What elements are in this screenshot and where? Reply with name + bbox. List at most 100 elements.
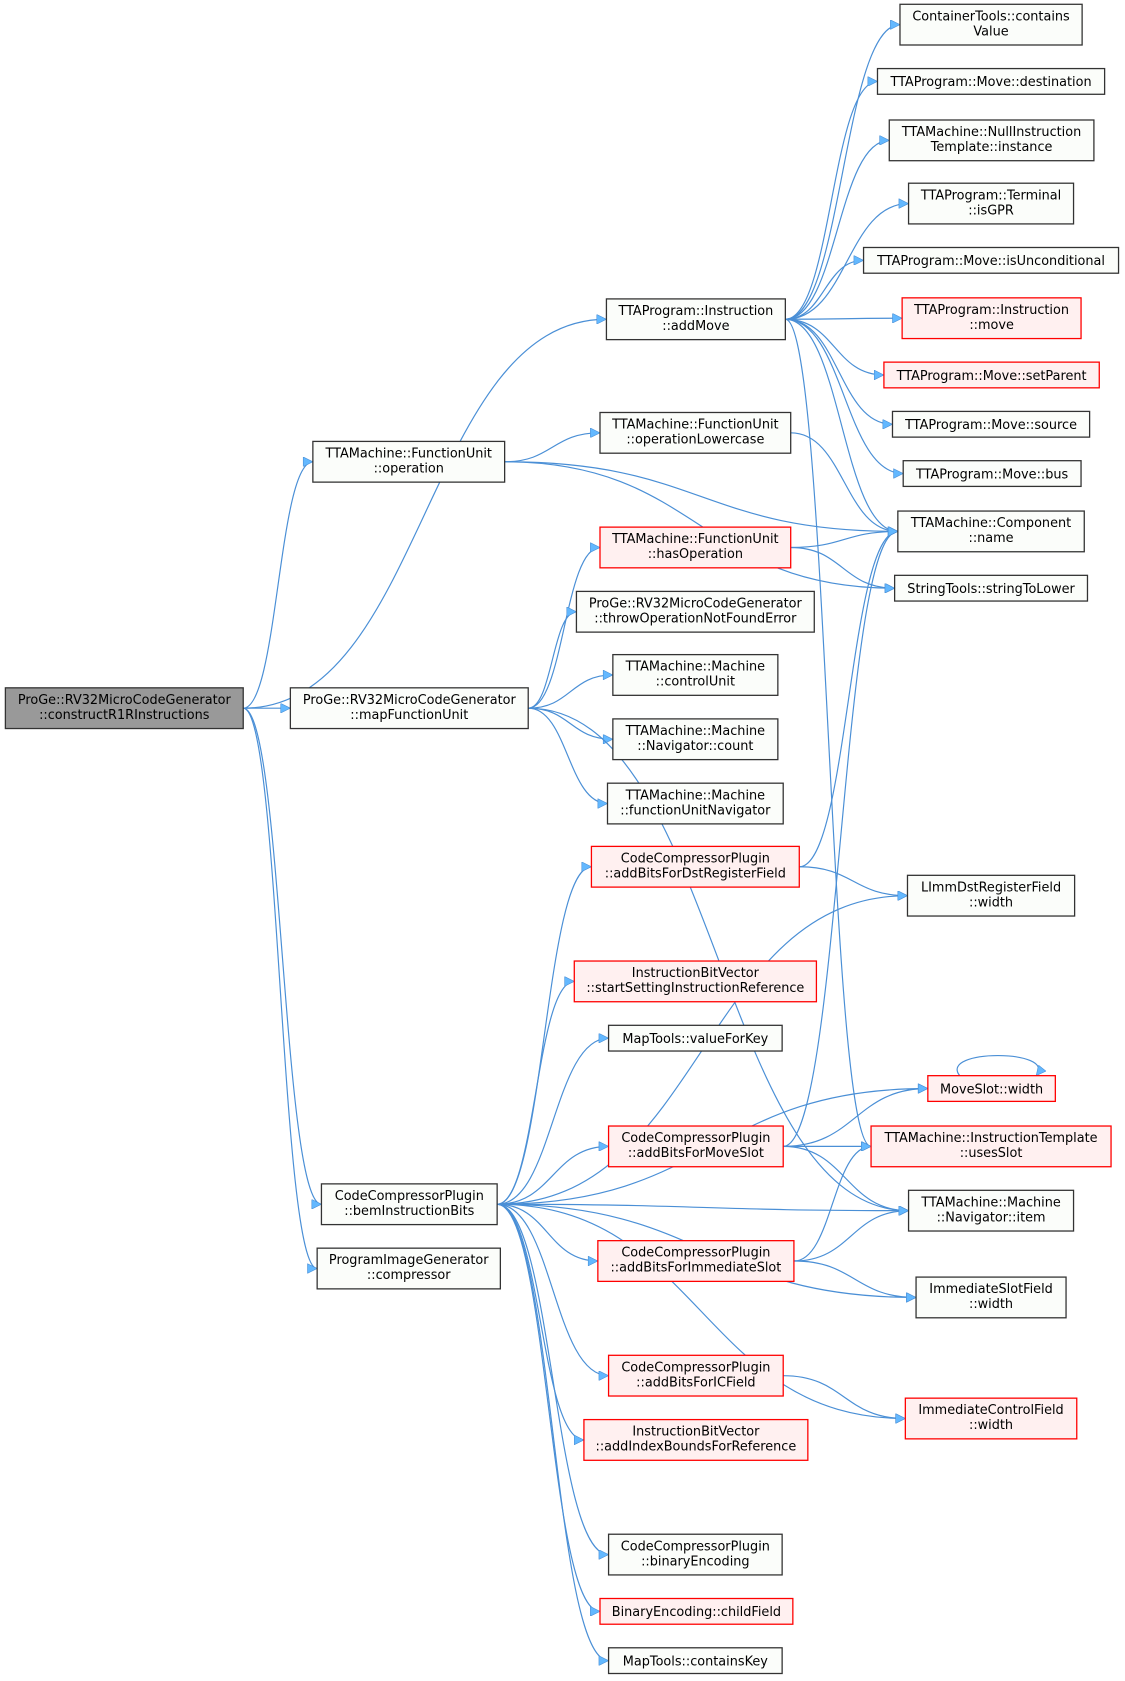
- nodes-layer: ProGe::RV32MicroCodeGenerator::construct…: [4, 3, 1120, 1675]
- edge-addBitsMoveSlot-to-navItem: [783, 1145, 908, 1210]
- node-box: [320, 1183, 498, 1226]
- node-box: [607, 1354, 784, 1397]
- node-startSetting[interactable]: InstructionBitVector::startSettingInstru…: [573, 960, 818, 1003]
- edge-bem-to-addBitsImm: [497, 1203, 598, 1261]
- node-label: ::usesSlot: [960, 1146, 1023, 1161]
- edge-addBitsImm-to-usesSlot: [793, 1146, 871, 1262]
- node-label: CodeCompressorPlugin: [335, 1189, 484, 1204]
- node-binaryEncoding[interactable]: CodeCompressorPlugin::binaryEncoding: [607, 1533, 783, 1576]
- node-nullInstr[interactable]: TTAMachine::NullInstructionTemplate::ins…: [888, 119, 1095, 162]
- node-bem[interactable]: CodeCompressorPlugin::bemInstructionBits: [320, 1183, 498, 1226]
- node-box: [599, 526, 792, 569]
- node-label: ::binaryEncoding: [641, 1554, 749, 1569]
- node-navCount[interactable]: TTAMachine::Machine::Navigator::count: [612, 718, 779, 761]
- edge-hasOperation-to-componentName: [790, 531, 898, 549]
- edge-fuOperation-to-stringToLower: [504, 461, 895, 588]
- node-label: CodeCompressorPlugin: [621, 1360, 770, 1375]
- node-addBitsIC[interactable]: CodeCompressorPlugin::addBitsForICField: [607, 1354, 784, 1397]
- node-label: TTAProgram::Move::isUnconditional: [876, 254, 1105, 269]
- node-stringToLower[interactable]: StringTools::stringToLower: [893, 574, 1089, 602]
- node-label: LImmDstRegisterField: [921, 880, 1061, 895]
- edge-bem-to-childField: [497, 1203, 600, 1611]
- node-hasOperation[interactable]: TTAMachine::FunctionUnit::hasOperation: [599, 526, 792, 569]
- node-immSlotWidth[interactable]: ImmediateSlotField::width: [915, 1276, 1067, 1319]
- node-label: CodeCompressorPlugin: [621, 851, 770, 866]
- node-label: TTAMachine::FunctionUnit: [611, 418, 778, 433]
- node-box: [590, 845, 800, 888]
- edge-fuOperation-to-componentName: [504, 461, 898, 532]
- node-moveSlotWidth[interactable]: MoveSlot::width: [927, 1075, 1056, 1103]
- node-label: MapTools::valueForKey: [622, 1032, 768, 1047]
- node-box: [902, 460, 1082, 488]
- node-label: ::throwOperationNotFoundError: [594, 611, 797, 626]
- node-destination[interactable]: TTAProgram::Move::destination: [876, 67, 1106, 95]
- node-addBitsImm[interactable]: CodeCompressorPlugin::addBitsForImmediat…: [597, 1240, 795, 1283]
- edge-mapFU-to-fuNav: [528, 707, 607, 803]
- node-label: TTAProgram::Move::setParent: [896, 369, 1087, 384]
- node-fuOperation[interactable]: TTAMachine::FunctionUnit::operation: [312, 440, 506, 483]
- node-label: MapTools::containsKey: [623, 1654, 768, 1669]
- node-label: ::addBitsForMoveSlot: [628, 1146, 764, 1161]
- node-isUnconditional[interactable]: TTAProgram::Move::isUnconditional: [862, 246, 1120, 274]
- node-instrMove[interactable]: TTAProgram::Instruction::move: [901, 297, 1082, 340]
- node-label: StringTools::stringToLower: [907, 582, 1075, 597]
- edge-root-to-bem: [243, 707, 321, 1204]
- node-label: CodeCompressorPlugin: [621, 1131, 770, 1146]
- node-navItem[interactable]: TTAMachine::Machine::Navigator::item: [907, 1189, 1075, 1232]
- node-containsKey[interactable]: MapTools::containsKey: [607, 1647, 783, 1675]
- node-label: ::name: [969, 531, 1014, 546]
- node-label: TTAMachine::Machine: [625, 660, 766, 675]
- node-label: ::Navigator::item: [937, 1210, 1046, 1225]
- node-label: ProgramImageGenerator: [329, 1253, 489, 1268]
- node-addIndexBounds[interactable]: InstructionBitVector::addIndexBoundsForR…: [583, 1418, 809, 1461]
- node-label: BinaryEncoding::childField: [612, 1605, 781, 1620]
- node-controlUnit[interactable]: TTAMachine::Machine::controlUnit: [612, 653, 779, 696]
- node-mapFU[interactable]: ProGe::RV32MicroCodeGenerator::mapFuncti…: [289, 687, 529, 730]
- node-addBitsDst[interactable]: CodeCompressorPlugin::addBitsForDstRegis…: [590, 845, 800, 888]
- node-root[interactable]: ProGe::RV32MicroCodeGenerator::construct…: [4, 687, 244, 730]
- node-label: TTAMachine::FunctionUnit: [325, 446, 492, 461]
- node-setParent[interactable]: TTAProgram::Move::setParent: [883, 361, 1100, 389]
- node-addBitsMoveSlot[interactable]: CodeCompressorPlugin::addBitsForMoveSlot: [607, 1125, 784, 1168]
- node-box: [599, 411, 792, 454]
- node-label: ::width: [969, 895, 1013, 910]
- node-source[interactable]: TTAProgram::Move::source: [891, 410, 1091, 438]
- node-usesSlot[interactable]: TTAMachine::InstructionTemplate::usesSlo…: [870, 1125, 1112, 1168]
- edge-mapFU-to-throwOp: [528, 612, 576, 709]
- node-box: [888, 119, 1095, 162]
- node-compressor[interactable]: ProgramImageGenerator::compressor: [316, 1247, 502, 1290]
- edge-moveSlotWidth-to-moveSlotWidth: [956, 1054, 1039, 1076]
- node-throwOp[interactable]: ProGe::RV32MicroCodeGenerator::throwOper…: [575, 590, 815, 633]
- node-childField[interactable]: BinaryEncoding::childField: [599, 1597, 794, 1625]
- node-label: InstructionBitVector: [632, 1425, 760, 1440]
- node-label: ::addIndexBoundsForReference: [596, 1440, 797, 1455]
- node-label: CodeCompressorPlugin: [621, 1246, 770, 1261]
- edge-addBitsIC-to-immCtrlWidth: [783, 1375, 905, 1419]
- node-box: [612, 653, 779, 696]
- node-bus[interactable]: TTAProgram::Move::bus: [902, 460, 1082, 488]
- node-label: TTAMachine::FunctionUnit: [611, 532, 778, 547]
- node-box: [891, 410, 1091, 438]
- edges-layer: [243, 25, 1039, 1661]
- node-fuNav[interactable]: TTAMachine::Machine::functionUnitNavigat…: [606, 782, 784, 825]
- node-valueForKey[interactable]: MapTools::valueForKey: [607, 1024, 783, 1052]
- node-box: [607, 1125, 784, 1168]
- node-opLowercase[interactable]: TTAMachine::FunctionUnit::operationLower…: [599, 411, 792, 454]
- node-componentName[interactable]: TTAMachine::Component::name: [897, 510, 1085, 553]
- node-box: [893, 574, 1089, 602]
- node-label: ProGe::RV32MicroCodeGenerator: [303, 693, 517, 708]
- edge-mapFU-to-hasOperation: [528, 547, 600, 709]
- node-limmWidth[interactable]: LImmDstRegisterField::width: [906, 874, 1076, 917]
- node-label: CodeCompressorPlugin: [621, 1539, 770, 1554]
- node-label: ::width: [969, 1297, 1013, 1312]
- node-box: [573, 960, 818, 1003]
- edge-addBitsMoveSlot-to-componentName: [783, 531, 898, 1147]
- edge-hasOperation-to-stringToLower: [790, 546, 895, 588]
- node-addMove[interactable]: TTAProgram::Instruction::addMove: [605, 298, 786, 341]
- node-label: ::move: [969, 318, 1014, 333]
- node-immCtrlWidth[interactable]: ImmediateControlField::width: [904, 1397, 1078, 1440]
- node-label: ::operation: [374, 461, 444, 476]
- node-label: TTAMachine::Machine: [625, 724, 766, 739]
- node-isGPR[interactable]: TTAProgram::Terminal::isGPR: [907, 182, 1075, 225]
